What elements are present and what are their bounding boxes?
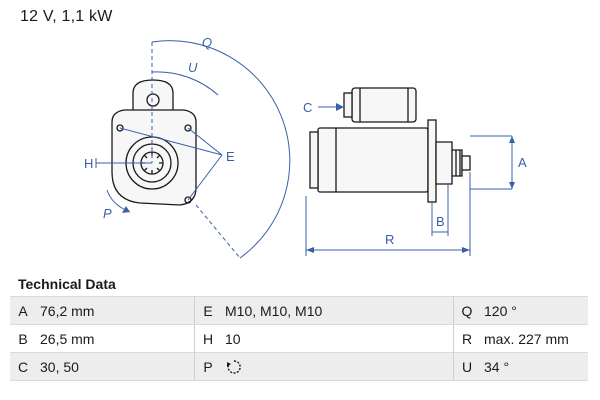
- technical-data-title: Technical Data: [18, 276, 116, 292]
- label-h: H: [84, 156, 93, 171]
- spec-value-rotation: [221, 352, 454, 381]
- starter-motor-drawing: Q U E H P: [84, 35, 527, 259]
- table-row: B 26,5 mm H 10 R max. 227 mm: [10, 324, 588, 353]
- table-row: A 76,2 mm E M10, M10, M10 Q 120 °: [10, 296, 588, 325]
- front-view-labels: Q U E H P: [84, 35, 235, 221]
- spec-value: 76,2 mm: [36, 296, 195, 325]
- spec-value: max. 227 mm: [480, 324, 588, 353]
- rotation-icon: [227, 359, 241, 374]
- spec-key: R: [453, 324, 480, 353]
- spec-key: A: [10, 296, 36, 325]
- table-row: C 30, 50 P U 34 °: [10, 352, 588, 381]
- spec-value: 34 °: [480, 352, 588, 381]
- label-p: P: [103, 206, 112, 221]
- spec-key: Q: [453, 296, 480, 325]
- spec-value: 26,5 mm: [36, 324, 195, 353]
- front-view-dimensions: [95, 40, 291, 259]
- spec-key: H: [194, 324, 221, 353]
- label-b: B: [436, 214, 445, 229]
- spec-value: M10, M10, M10: [221, 296, 454, 325]
- label-e: E: [226, 149, 235, 164]
- side-view-labels: C A B R: [303, 100, 527, 247]
- voltage-power-rating: 12 V, 1,1 kW: [20, 8, 113, 25]
- label-a: A: [518, 155, 527, 170]
- spec-key: B: [10, 324, 36, 353]
- spec-value: 10: [221, 324, 454, 353]
- spec-key: U: [453, 352, 480, 381]
- side-view: [309, 87, 471, 203]
- label-c: C: [303, 100, 312, 115]
- technical-data-table: A 76,2 mm E M10, M10, M10 Q 120 ° B 26,5…: [10, 296, 588, 381]
- label-r: R: [385, 232, 394, 247]
- spec-value: 30, 50: [36, 352, 195, 381]
- spec-key: C: [10, 352, 36, 381]
- side-view-dimensions: [305, 103, 515, 256]
- spec-value: 120 °: [480, 296, 588, 325]
- label-q: Q: [202, 35, 212, 50]
- spec-key: P: [194, 352, 221, 381]
- label-u: U: [188, 60, 198, 75]
- spec-key: E: [194, 296, 221, 325]
- front-view: [111, 79, 197, 206]
